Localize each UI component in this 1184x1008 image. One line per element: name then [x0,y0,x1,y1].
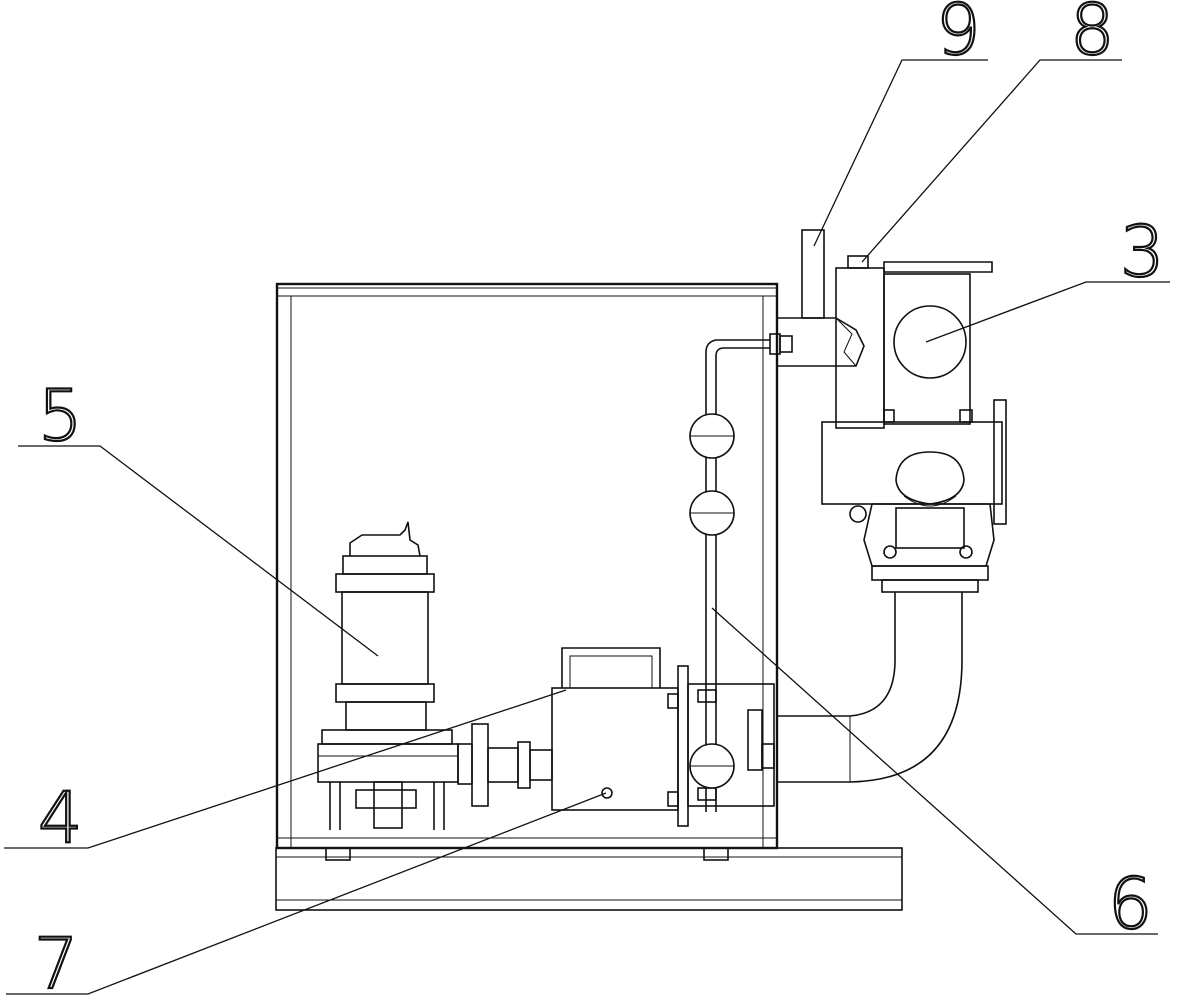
pump-housing [551,647,775,827]
label-3: 3 [1120,211,1165,293]
part-labels: 9 8 3 5 4 7 6 [33,0,1166,1006]
tank-enclosure [275,282,779,850]
vent-pipe [801,229,825,319]
label-5: 5 [38,375,83,457]
label-9: 9 [936,0,981,71]
label-7: 7 [34,923,79,1005]
submersible-pump [317,521,459,830]
label-4: 4 [38,777,83,859]
float-switch-rod [689,333,793,812]
horizontal-pipe [777,592,963,783]
label-6: 6 [1108,863,1153,945]
valve-assembly [776,255,1007,593]
discharge-pipe [457,723,553,807]
leader-lines [4,59,1170,995]
label-8: 8 [1070,0,1115,71]
base-skid [275,847,903,911]
